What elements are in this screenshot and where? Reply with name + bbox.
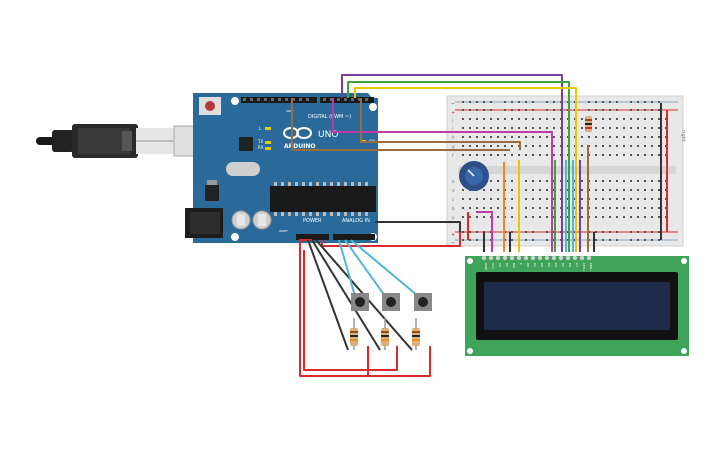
row-label: b [452, 206, 455, 211]
rail-plus-top: + [451, 110, 455, 116]
lcd-pin[interactable] [530, 255, 536, 261]
wire-button-gnd-1[interactable] [307, 239, 349, 351]
row-label: e [452, 179, 455, 184]
lcd-pin[interactable] [495, 255, 501, 261]
push-button-3[interactable] [414, 293, 432, 311]
lcd-pin[interactable] [502, 255, 508, 261]
lcd-pin-label: E [519, 263, 523, 265]
lcd-pin-label: D3 [547, 263, 551, 267]
lcd-pin-label: D1 [533, 263, 537, 267]
arduino-uno[interactable]: DIGITAL (PWM ~) AREF ARDUINO UNO L TX RX… [185, 93, 378, 243]
lcd-pin[interactable] [488, 255, 494, 261]
wire-brown-2[interactable] [291, 98, 510, 151]
lcd-pin[interactable] [579, 255, 585, 261]
lcd-screen [484, 282, 670, 330]
row-label: h [452, 135, 455, 140]
lcd-pin[interactable] [572, 255, 578, 261]
wire-a0[interactable] [338, 239, 356, 297]
usb-cable [36, 124, 221, 158]
lcd-pin-label: GND [484, 263, 488, 271]
lcd-pin-label: V0 [498, 263, 502, 267]
row-label: i [452, 126, 453, 131]
lcd-pin[interactable] [516, 255, 522, 261]
lcd-pin[interactable] [544, 255, 550, 261]
l-led-label: L [259, 126, 262, 131]
power-label: POWER [303, 218, 322, 224]
model-label: UNO [318, 130, 338, 140]
lcd-pin[interactable] [565, 255, 571, 261]
brand-label: ARDUINO [284, 143, 315, 150]
wire-green-long[interactable] [347, 81, 570, 252]
push-button-2[interactable] [382, 293, 400, 311]
push-button-1[interactable] [351, 293, 369, 311]
wire-5v[interactable] [321, 232, 461, 247]
resistor-breadboard[interactable] [585, 116, 592, 132]
lcd-pin[interactable] [537, 255, 543, 261]
lcd-pin-label: D6 [568, 263, 572, 267]
aref-label: AREF [286, 109, 294, 113]
row-label: d [452, 188, 455, 193]
lcd-pin-label: VCC [491, 263, 495, 269]
wire-a1[interactable] [344, 239, 386, 297]
row-label: a [452, 215, 455, 220]
wire-yellow-long[interactable] [354, 87, 577, 252]
wire-magenta[interactable] [332, 98, 553, 252]
wire-brown[interactable] [360, 98, 521, 150]
lcd-pin-label: D7 [575, 263, 579, 267]
rail-plus-bottom: + [451, 232, 455, 238]
breadboard-side-label: right [680, 130, 686, 142]
lcd-pin[interactable] [586, 255, 592, 261]
lcd-pin-label: LED− [589, 263, 593, 272]
row-label: j [451, 117, 453, 122]
rail-minus-top: − [451, 101, 455, 107]
ioref-label: IOREF [279, 229, 288, 233]
lcd-pin-label: D5 [561, 263, 565, 267]
resistor-3[interactable] [412, 318, 420, 350]
lcd-pin-label: RW [512, 263, 516, 268]
lcd-pin[interactable] [481, 255, 487, 261]
lcd-pin-label: D0 [526, 263, 530, 267]
digital-label: DIGITAL (PWM ~) [308, 114, 351, 120]
rx-label: RX [258, 145, 264, 150]
reset-button[interactable] [205, 101, 215, 111]
lcd-pin[interactable] [551, 255, 557, 261]
lcd-pin-label: D2 [540, 263, 544, 267]
lcd-pin-label: RS [505, 263, 509, 267]
resistor-1[interactable] [350, 318, 358, 350]
row-label: c [452, 197, 454, 202]
lcd-pin[interactable] [523, 255, 529, 261]
tx-label: TX [257, 139, 263, 144]
lcd-pin[interactable] [558, 255, 564, 261]
wire-a2[interactable] [350, 239, 419, 297]
lcd-pin-label: D4 [554, 263, 558, 267]
rail-minus-bottom: − [451, 240, 455, 246]
row-label: g [452, 144, 455, 149]
resistor-2[interactable] [381, 318, 389, 350]
analog-label: ANALOG IN [342, 218, 370, 224]
lcd-pin[interactable] [509, 255, 515, 261]
row-label: f [452, 153, 454, 158]
atmega-chip [270, 186, 376, 212]
wire-purple[interactable] [341, 74, 563, 252]
wires [291, 74, 668, 377]
potentiometer[interactable] [459, 161, 489, 191]
lcd-pin-label: LED+ [582, 263, 586, 272]
